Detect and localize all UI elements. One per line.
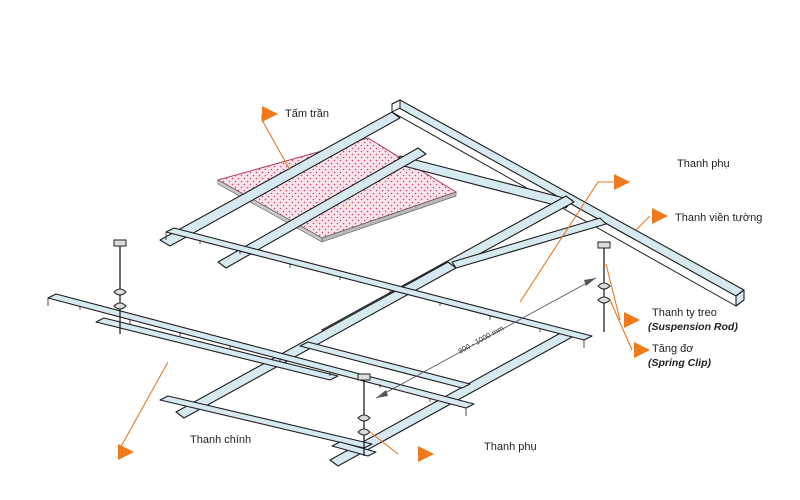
label-rod-en: (Suspension Rod) bbox=[648, 321, 738, 333]
label-cross-tee-bottom: Thanh phụ bbox=[484, 441, 537, 453]
orange-triangle-arrow-icon bbox=[118, 444, 134, 460]
label-wall-angle: Thanh viền tường bbox=[675, 212, 762, 224]
suspension-rod-left bbox=[113, 239, 127, 334]
label-clip: Tăng đơ bbox=[652, 343, 693, 355]
rail-slots bbox=[79, 240, 541, 402]
suspension-rod-right bbox=[597, 241, 611, 332]
orange-triangle-arrow-icon bbox=[634, 342, 650, 358]
label-tile: Tấm trần bbox=[285, 108, 329, 120]
orange-triangle-arrow-icon bbox=[624, 312, 640, 328]
label-clip-en: (Spring Clip) bbox=[648, 357, 711, 369]
dimension-label: 800 - 1000 mm bbox=[457, 323, 505, 355]
orange-triangle-arrow-icon bbox=[652, 208, 668, 224]
orange-triangle-arrow-icon bbox=[614, 174, 630, 190]
label-main-tee: Thanh chính bbox=[190, 434, 251, 446]
orange-triangle-arrow-icon bbox=[262, 106, 278, 122]
labels: Tấm trần Thanh phụ Thanh viền tường Than… bbox=[190, 108, 762, 453]
arrow-pointers bbox=[118, 106, 668, 462]
orange-triangle-arrow-icon bbox=[418, 446, 434, 462]
label-rod: Thanh ty treo bbox=[652, 307, 717, 319]
label-cross-tee-top: Thanh phụ bbox=[677, 158, 730, 170]
cross-tee-rails bbox=[159, 111, 607, 467]
